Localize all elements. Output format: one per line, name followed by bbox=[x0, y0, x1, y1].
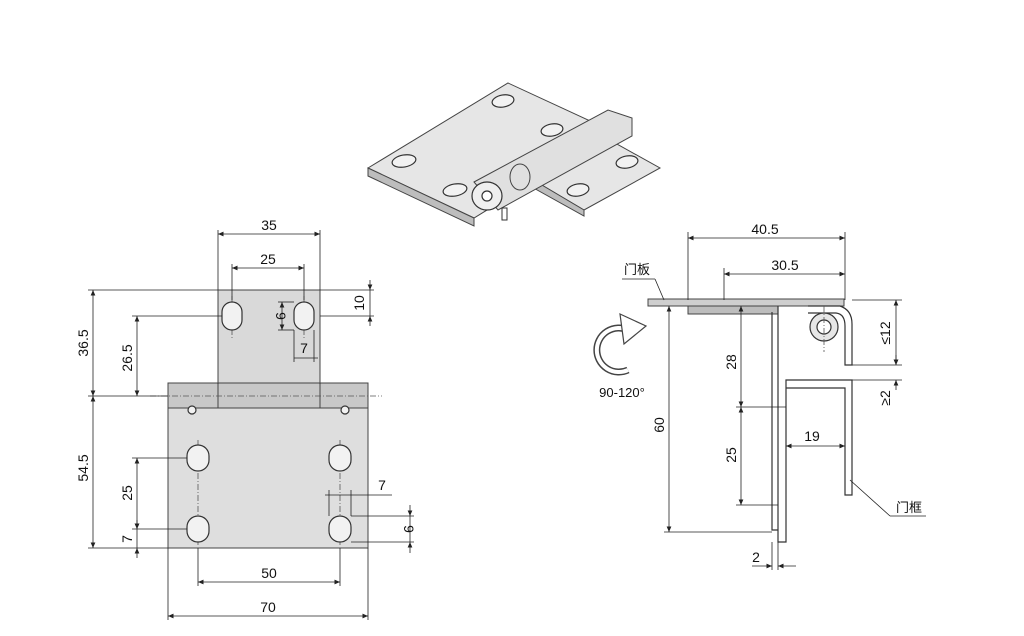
dim-side-lower: 25 bbox=[723, 447, 739, 463]
iso-hole bbox=[442, 183, 468, 197]
dim-side-inner-width: 30.5 bbox=[771, 257, 798, 273]
iso-hole bbox=[615, 155, 639, 169]
iso-door-plate-edge bbox=[367, 167, 475, 227]
dim-slot-width-bottom: 7 bbox=[378, 477, 386, 493]
dim-edge-offset-bottom: 7 bbox=[119, 535, 135, 543]
dim-plate-width: 70 bbox=[260, 599, 276, 615]
side-view: 门板 门框 40.5 30.5 60 28 25 19 ≤12 bbox=[593, 221, 926, 570]
dim-edge-offset-top: 10 bbox=[351, 295, 367, 311]
dim-leaf-width: 35 bbox=[261, 217, 277, 233]
knuckle-band bbox=[167, 382, 369, 412]
slot-hole bbox=[328, 515, 352, 543]
dim-top-height: 36.5 bbox=[75, 329, 91, 356]
dim-hole-spacing-top: 25 bbox=[260, 251, 276, 267]
dim-bottom-height: 54.5 bbox=[75, 454, 91, 481]
pin-hole bbox=[187, 405, 197, 415]
slot-hole bbox=[186, 515, 210, 543]
dim-slot-length-bottom: 9 bbox=[401, 525, 417, 533]
knuckle-curl bbox=[808, 305, 853, 366]
dim-top-hole-offset: 26.5 bbox=[119, 344, 135, 371]
dim-side-upper: 28 bbox=[723, 354, 739, 370]
pin-hole bbox=[340, 405, 350, 415]
dim-side-total-width: 40.5 bbox=[751, 221, 778, 237]
iso-hole bbox=[391, 154, 417, 168]
label-door-panel: 门板 bbox=[624, 262, 650, 277]
iso-hole bbox=[566, 183, 590, 197]
dim-frame-gap: ≥2 bbox=[877, 390, 893, 406]
dim-door-gap: ≤12 bbox=[877, 321, 893, 344]
slot-hole bbox=[328, 444, 352, 472]
dim-plate-thickness: 2 bbox=[752, 549, 760, 565]
iso-knuckle-slot bbox=[501, 207, 508, 221]
slot-hole bbox=[221, 301, 243, 331]
label-rotation-range: 90-120° bbox=[599, 385, 645, 400]
dim-slot-width-top: 7 bbox=[300, 340, 308, 356]
door-leaf-bend bbox=[777, 306, 853, 543]
door-leaf-strip bbox=[687, 305, 779, 315]
dim-frame-width: 19 bbox=[804, 428, 820, 444]
dim-slot-length-top: 9 bbox=[273, 312, 289, 320]
isometric-view bbox=[366, 82, 662, 227]
door-panel-bar bbox=[647, 298, 845, 307]
iso-hole bbox=[491, 94, 515, 108]
dim-hole-spacing-bottom: 50 bbox=[261, 565, 277, 581]
rotation-arrow-icon bbox=[593, 312, 648, 376]
iso-pin bbox=[481, 190, 493, 202]
slot-hole bbox=[293, 301, 315, 331]
front-view: 35 25 36.5 26.5 9 10 7 54.5 bbox=[75, 217, 417, 620]
dim-hole-spacing-vertical: 25 bbox=[119, 485, 135, 501]
iso-knuckle-joint bbox=[509, 163, 531, 191]
door-leaf-vertical bbox=[771, 312, 778, 531]
iso-hole bbox=[540, 123, 564, 137]
label-door-frame: 门框 bbox=[896, 500, 922, 515]
slot-hole bbox=[186, 444, 210, 472]
dim-side-total-height: 60 bbox=[651, 417, 667, 433]
